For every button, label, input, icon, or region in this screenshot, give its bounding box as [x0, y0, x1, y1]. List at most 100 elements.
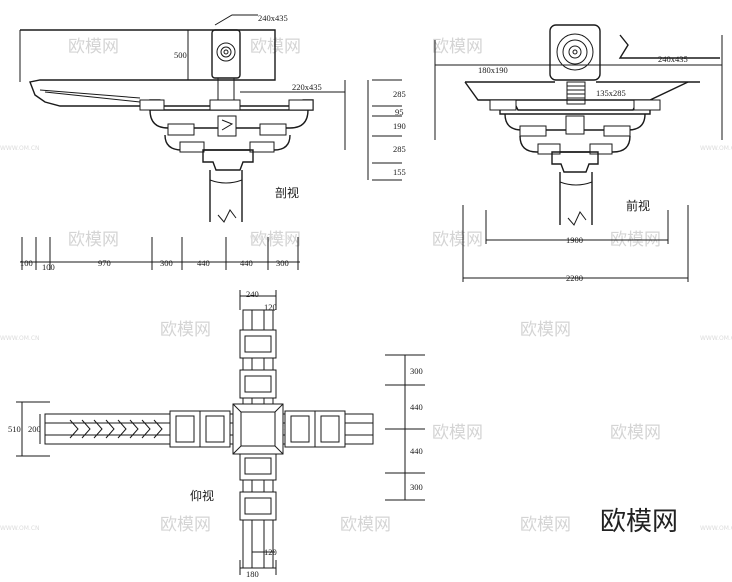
dim-horizontal: 300	[276, 258, 289, 268]
bracket-block	[633, 99, 661, 111]
bracket-block-plan	[244, 335, 272, 353]
label-left-section: 180x190	[478, 65, 508, 75]
dim-inner-span: 1900	[566, 235, 583, 245]
column-top	[209, 179, 243, 184]
dim-horizontal: 100	[20, 258, 33, 268]
short-post	[217, 77, 235, 101]
dim-horizontal: 970	[98, 258, 111, 268]
watermark: 欧模网	[68, 37, 119, 57]
break-mark	[217, 209, 237, 223]
watermark: 欧模网	[160, 320, 211, 340]
bracket-block-plan	[244, 497, 272, 515]
label-beam-section: 240x435	[258, 13, 288, 23]
bracket-block	[139, 99, 165, 111]
beam-break	[618, 34, 720, 59]
column	[559, 172, 593, 225]
bracket-block	[603, 125, 631, 137]
dim-plan-right: 440	[410, 446, 423, 456]
watermark: 欧模网	[520, 515, 571, 535]
beam-outline	[20, 29, 276, 107]
dim-vertical: 155	[393, 167, 406, 177]
label-arm-section: 220x435	[292, 82, 322, 92]
grain-ring	[572, 49, 578, 55]
watermark: 欧模网	[610, 423, 661, 443]
dim-plan-right: 300	[410, 482, 423, 492]
section-view: 500 240x435 220x435 剖视	[19, 13, 406, 272]
bracket-block	[249, 141, 275, 153]
watermark: 欧模网	[432, 230, 483, 250]
dim-plan-top: 120	[264, 302, 277, 312]
bracket-block-plan	[244, 375, 272, 393]
bevel-edge	[232, 403, 242, 413]
tenon-mark	[221, 119, 234, 131]
bracket-block	[537, 143, 561, 155]
bevel-edge	[274, 445, 284, 455]
grain-ring	[223, 49, 229, 55]
grain-ring	[556, 33, 594, 71]
bracket-block	[167, 123, 195, 136]
bevel-edge	[232, 445, 242, 455]
grain-ring	[216, 42, 236, 62]
watermark-url: WWW.OM.CN	[700, 335, 732, 342]
dim-vertical: 190	[393, 121, 406, 131]
dim-plan-right: 440	[410, 402, 423, 412]
watermark-url: WWW.OM.CN	[700, 145, 732, 152]
bracket-block	[179, 141, 205, 153]
bracket-block-plan	[244, 457, 272, 475]
grain-ring	[220, 46, 232, 58]
dim-plan-left: 200	[28, 424, 41, 434]
watermarks: 欧模网 欧模网 欧模网 欧模网 欧模网 欧模网 欧模网 欧模网 欧模网 欧模网 …	[0, 37, 732, 535]
dim-horizontal: 440	[240, 258, 253, 268]
dim-plan-top: 240	[246, 289, 259, 299]
watermark-url: WWW.OM.CN	[250, 235, 290, 242]
bearing-block	[551, 151, 599, 173]
watermark-url: WWW.OM.CN	[0, 525, 40, 532]
bracket-block	[259, 123, 287, 136]
dim-plan-bottom: 180	[246, 569, 259, 579]
bracket-block-plan	[290, 415, 310, 443]
watermark: 欧模网	[432, 423, 483, 443]
chevron-pattern	[69, 419, 163, 439]
watermark-url: WWW.OM.CN	[0, 145, 40, 152]
bracket-arm-tier1	[499, 103, 651, 115]
bracket-block	[589, 143, 613, 155]
beam-end-grain	[549, 24, 601, 81]
bevel-edge	[274, 403, 284, 413]
bracket-block-plan	[320, 415, 340, 443]
eave-line	[464, 81, 689, 101]
beam-bevel	[39, 89, 141, 99]
bracket-block-plan	[205, 415, 225, 443]
dim-plan-bottom: 120	[264, 547, 277, 557]
bracket-block	[519, 125, 547, 137]
dim-plan-right: 300	[410, 366, 423, 376]
break-mark	[567, 211, 587, 226]
bearing-block	[202, 149, 254, 171]
bracket-block	[288, 99, 314, 111]
dim-beam-height: 500	[174, 50, 187, 60]
bracket-block	[565, 115, 585, 135]
watermark: 欧模网	[520, 320, 571, 340]
dim-horizontal: 300	[160, 258, 173, 268]
bracket-arm-tier3	[519, 135, 631, 153]
beam-bevel	[44, 91, 141, 103]
dim-vertical: 95	[395, 107, 404, 117]
bracket-block	[217, 115, 237, 137]
label-block-section: 135x285	[596, 88, 626, 98]
watermark: 欧模网	[160, 515, 211, 535]
caption-plan-view: 仰视	[190, 488, 214, 503]
watermark: 欧模网	[340, 515, 391, 535]
dim-horizontal: 100	[42, 262, 55, 272]
bracket-block-plan	[175, 415, 195, 443]
bracket-block	[209, 99, 241, 111]
bearing-block-inner	[240, 411, 276, 447]
grain-ring	[562, 39, 588, 65]
caption-front-view: 前视	[626, 198, 650, 213]
leader-line	[214, 14, 258, 26]
grain-ring	[568, 45, 582, 59]
dim-horizontal: 440	[197, 258, 210, 268]
column-top	[559, 181, 593, 186]
watermark: 欧模网	[250, 230, 301, 250]
bracket-block	[489, 99, 517, 111]
front-view: 180x190 240x435 135x285 前视	[434, 24, 723, 283]
